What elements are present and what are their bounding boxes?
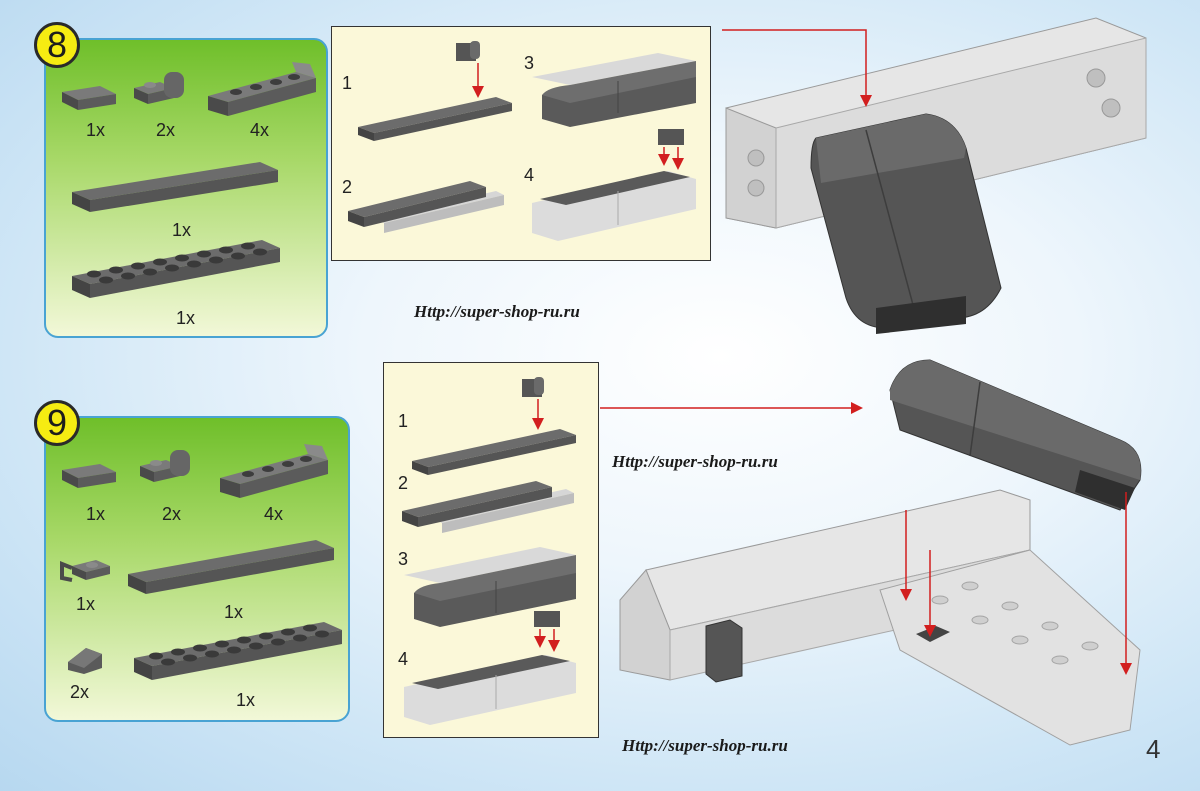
part-quantity: 4x [250,120,270,140]
clip-plate-icon [60,560,110,582]
brick-assembly-icon [358,41,512,141]
substep-number: 3 [524,53,535,73]
part-quantity: 1x [86,120,106,140]
bracket-1x2-icon [140,450,190,482]
plate-2x4-slope-icon [208,62,316,116]
brick-assembly-icon [404,611,576,725]
part-quantity: 2x [70,682,90,702]
sub-assembly-box: 1 2 3 4 [383,362,599,738]
model-assembly-icon [600,359,1142,746]
part-quantity: 2x [162,504,182,524]
substep-number: 4 [398,649,409,669]
part-quantity: 1x [86,504,106,524]
watermark-url: Http://super-shop-ru.ru [414,302,580,321]
parts-list-box: 1x 2x 4x 1x [44,38,328,338]
part-quantity: 1x [236,690,256,710]
substep-number: 2 [398,473,409,493]
substep-number: 1 [342,73,353,93]
substep-number: 3 [398,549,409,569]
plate-2x8-icon [72,240,280,298]
tile-2x8-icon [72,162,278,212]
sub-assembly-box: 1 2 3 4 [331,26,711,261]
brick-assembly-icon [402,481,574,533]
brick-assembly-icon [532,53,696,127]
brick-assembly-icon [412,377,576,475]
plate-2x4-slope-icon [220,444,328,498]
tile-2x8-icon [128,540,334,594]
watermark-url: Http://super-shop-ru.ru [612,452,778,471]
slope-1x1-icon [68,648,102,674]
part-quantity: 2x [156,120,176,140]
brick-assembly-icon [348,181,504,233]
plate-2x8-icon [134,622,342,680]
tile-2x1-icon [62,86,116,110]
part-quantity: 1x [172,220,192,240]
bracket-1x2-icon [134,72,184,104]
substep-number: 2 [342,177,353,197]
step-number-badge: 9 [34,400,80,446]
brick-assembly-icon [532,129,696,241]
part-quantity: 4x [264,504,284,524]
part-quantity: 1x [176,308,196,328]
brick-assembly-icon [404,547,576,627]
model-assembly-icon [722,17,1147,334]
watermark-url: Http://super-shop-ru.ru [622,736,788,755]
part-quantity: 1x [76,594,96,614]
step-number-badge: 8 [34,22,80,68]
part-quantity: 1x [224,602,244,622]
parts-list-box: 1x 2x 4x 1x 1x 2x [44,416,350,722]
substep-number: 1 [398,411,409,431]
page-number: 4 [1146,734,1161,764]
tile-2x1-icon [62,464,116,488]
substep-number: 4 [524,165,535,185]
